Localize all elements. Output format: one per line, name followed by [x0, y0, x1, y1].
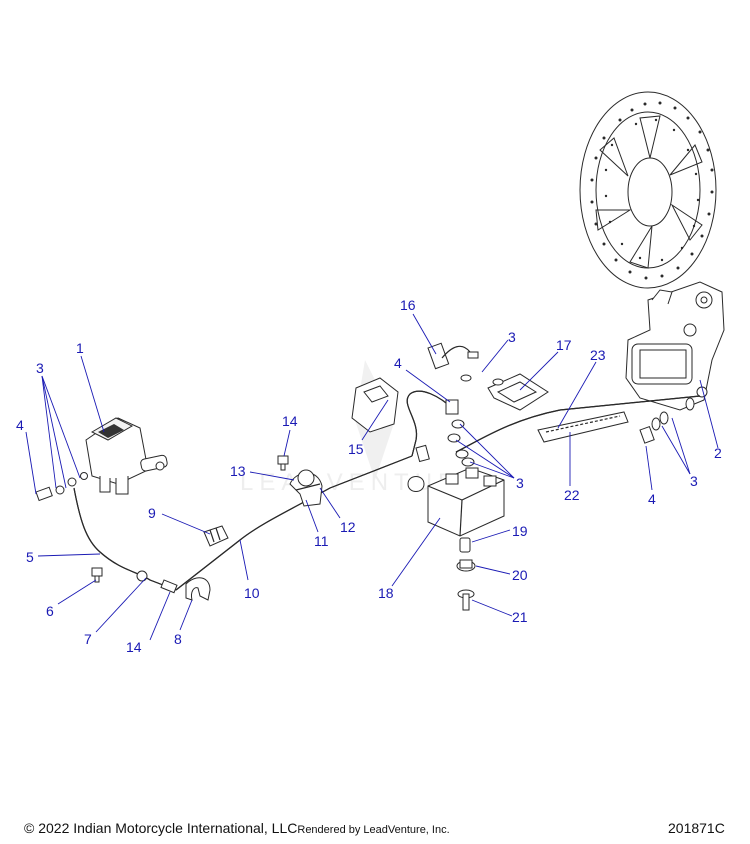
callout-11: 11: [314, 533, 329, 549]
callout-4-right: 4: [648, 491, 656, 507]
callout-4-upper: 4: [394, 355, 402, 371]
brake-line-main: [175, 455, 413, 591]
brake-rotor: [579, 91, 717, 289]
banjo-bolt-rear: [639, 397, 695, 444]
callout-10: 10: [244, 585, 260, 601]
callout-2: 2: [714, 445, 722, 461]
callout-17: 17: [556, 337, 572, 353]
brake-line-upper: [406, 390, 455, 463]
callout-16: 16: [400, 297, 416, 313]
callout-4-left: 4: [16, 417, 24, 433]
abs-module: [407, 467, 505, 537]
callout-3-left: 3: [36, 360, 44, 376]
callout-13: 13: [230, 463, 246, 479]
footer-copyright: © 2022 Indian Motorcycle International, …: [24, 820, 450, 836]
callout-22: 22: [564, 487, 580, 503]
grommet-20: [456, 559, 476, 572]
callout-21: 21: [512, 609, 528, 625]
bracket-15: [351, 377, 399, 433]
master-cylinder: [85, 417, 168, 495]
diagram-id: 201871C: [668, 820, 725, 836]
clip-8: [185, 577, 211, 601]
clamp-11-12: [289, 469, 323, 507]
callout-12: 12: [340, 519, 356, 535]
rendered-by-text: Rendered by LeadVenture, Inc.: [297, 824, 450, 836]
brake-caliper: [625, 281, 725, 411]
callout-labels: 1 3 4 5 6 7 8 9 10 11 12 13 14 14 15 16 …: [16, 297, 722, 655]
bolt-6: [91, 567, 103, 583]
brake-line-rear: [455, 395, 701, 467]
sensor-16: [427, 342, 479, 382]
heat-shield-22: [537, 411, 629, 443]
copyright-text: © 2022 Indian Motorcycle International, …: [24, 820, 298, 836]
bolt-14-upper: [277, 455, 289, 471]
callout-7: 7: [84, 631, 92, 647]
callout-18: 18: [378, 585, 394, 601]
grommet-19: [459, 537, 471, 553]
callout-8: 8: [174, 631, 182, 647]
callout-9: 9: [148, 505, 156, 521]
callout-3-upper: 3: [508, 329, 516, 345]
bolt-21: [457, 589, 475, 611]
washer-3-upper: [492, 378, 504, 386]
callout-19: 19: [512, 523, 528, 539]
callout-20: 20: [512, 567, 528, 583]
callout-1: 1: [76, 340, 84, 356]
callout-14-lower: 14: [126, 639, 142, 655]
callout-15: 15: [348, 441, 364, 457]
callout-3-middle: 3: [516, 475, 524, 491]
callout-14-upper: 14: [282, 413, 298, 429]
callout-3-right: 3: [690, 473, 698, 489]
clip-9: [203, 525, 229, 547]
callout-5: 5: [26, 549, 34, 565]
brake-line-front: [73, 487, 178, 594]
banjo-bolt-left: [35, 472, 88, 502]
leader-lines: [25, 313, 719, 641]
callout-23: 23: [590, 347, 606, 363]
callout-6: 6: [46, 603, 54, 619]
banjo-bolt-upper: [445, 399, 469, 459]
